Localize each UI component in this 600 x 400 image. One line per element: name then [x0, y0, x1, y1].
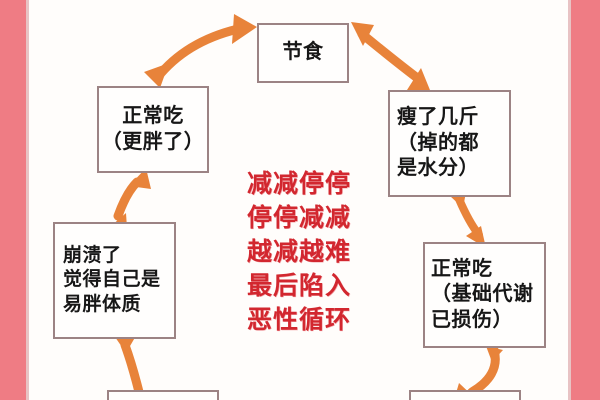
slogan-line-2: 越减越难 — [246, 238, 351, 266]
node-shoule-line-1: （掉的都 — [397, 131, 479, 154]
node-bengkui-line-0: 崩溃了 — [63, 245, 122, 267]
left-band-edge — [26, 0, 29, 400]
node-bengkui-line-1: 觉得自己是 — [63, 269, 161, 291]
arrow-bengkui-to-zhengchang1 — [111, 168, 151, 228]
node-zhengchang1-line-1: （更胖了） — [101, 130, 205, 153]
arrow-bottom-left-to-bengkui — [113, 334, 144, 397]
node-zhengchang-metabolism-damaged[interactable]: 正常吃 （基础代谢 已损伤） — [423, 242, 546, 348]
node-jieshi-line-0: 节食 — [282, 41, 324, 64]
node-bengkui-line-2: 易胖体质 — [63, 293, 142, 315]
slogan-line-4: 恶性循环 — [246, 306, 351, 334]
arrow-jieshi-to-shoule — [351, 22, 432, 95]
node-shoule-line-0: 瘦了几斤 — [397, 106, 479, 129]
center-slogan: 减减停停 停停减减 越减越难 最后陷入 恶性循环 — [221, 167, 377, 337]
node-breakdown-easy-to-gain[interactable]: 崩溃了 觉得自己是 易胖体质 — [53, 222, 176, 339]
node-zhengchang2-line-0: 正常吃 — [431, 257, 493, 280]
node-lost-a-few-jin[interactable]: 瘦了几斤 （掉的都 是水分） — [388, 90, 511, 197]
node-zhengchang-more-fat[interactable]: 正常吃 （更胖了） — [97, 86, 209, 173]
slogan-line-1: 停停减减 — [246, 204, 351, 232]
slogan-line-0: 减减停停 — [246, 170, 351, 198]
left-pink-band — [0, 0, 26, 400]
right-band-edge — [568, 0, 571, 400]
right-pink-band — [571, 0, 600, 400]
arrow-shoule-to-zhengchang2 — [450, 192, 486, 248]
node-jieshi[interactable]: 节食 — [257, 23, 349, 83]
arrow-zhengchang1-to-jieshi — [144, 14, 257, 88]
node-bottom-right-partial[interactable] — [409, 390, 521, 400]
node-shoule-line-2: 是水分） — [397, 157, 479, 180]
node-bottom-left-partial[interactable] — [107, 390, 219, 400]
diagram-inner-canvas: .ar { fill: none; stroke: #e8833a; strok… — [29, 0, 568, 400]
node-zhengchang2-line-2: 已损伤） — [431, 308, 513, 331]
node-zhengchang2-line-1: （基础代谢 — [431, 283, 534, 306]
node-zhengchang1-line-0: 正常吃 — [122, 104, 184, 127]
slogan-line-3: 最后陷入 — [246, 272, 351, 300]
